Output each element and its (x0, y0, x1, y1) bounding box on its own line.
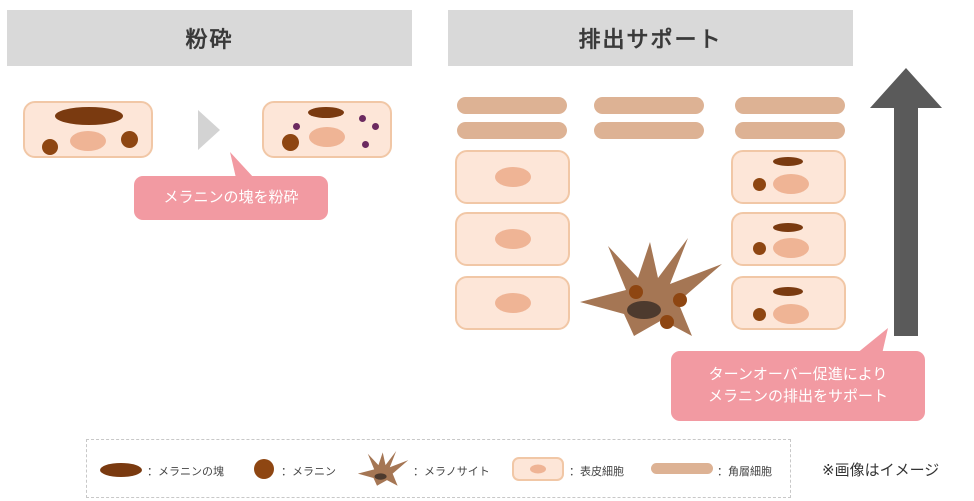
legend: ：メラニンの塊 ：メラニン ：メラノサイト ：表皮細胞 ：角層細胞 (86, 439, 791, 498)
horny-cell (735, 122, 845, 139)
epidermal-cell-icon (512, 457, 564, 481)
cell-nucleus (773, 174, 809, 194)
melanin-granule (121, 131, 138, 148)
melanin-granule (42, 139, 58, 155)
fine-melanin (293, 123, 300, 130)
melanin-icon (254, 459, 274, 479)
melanin-granule (753, 242, 766, 255)
horny-cell (594, 122, 704, 139)
cell-nucleus (70, 131, 106, 151)
process-arrow-icon (198, 110, 220, 150)
turnover-callout-line2: メラニンの排出をサポート (707, 387, 888, 405)
legend-label: ：表皮細胞 (569, 465, 624, 478)
melanin-clump-small (308, 107, 344, 118)
horny-cell-icon (651, 463, 713, 474)
legend-label: ：メラニンの塊 (147, 465, 224, 478)
epidermal-cell-melanin (731, 276, 846, 330)
turnover-up-arrow-icon (870, 68, 942, 336)
melanin-clump-icon (100, 463, 142, 477)
horny-cell (457, 122, 567, 139)
fine-melanin (362, 141, 369, 148)
legend-label: ：メラノサイト (413, 465, 490, 478)
crush-callout: メラニンの塊を粉砕 (134, 176, 328, 220)
fine-melanin (359, 115, 366, 122)
melanin-clump-small (773, 223, 803, 232)
fine-melanin (372, 123, 379, 130)
epidermal-cell (455, 276, 570, 330)
horny-cell (735, 97, 845, 114)
turnover-callout-line1: ターンオーバー促進により (708, 365, 888, 384)
image-note: ※画像はイメージ (822, 461, 940, 479)
epidermal-cell (455, 150, 570, 204)
callout-tail (856, 328, 888, 354)
cell-nucleus (494, 293, 531, 313)
section-title-excretion: 排出サポート (448, 10, 853, 66)
epidermal-cell-before (23, 101, 153, 158)
melanin-clump (55, 107, 123, 125)
epidermal-cell-after (262, 101, 392, 158)
melanin-clump-small (773, 287, 803, 296)
callout-tail (230, 152, 254, 178)
melanin-clump-small (773, 157, 803, 166)
cell-nucleus (773, 304, 809, 324)
melanocyte (580, 238, 722, 336)
melanin-granule (753, 308, 766, 321)
turnover-callout: ターンオーバー促進により メラニンの排出をサポート (671, 351, 925, 421)
cell-nucleus (494, 167, 531, 187)
legend-label: ：角層細胞 (717, 465, 772, 478)
epidermal-cell-melanin (731, 150, 846, 204)
cell-nucleus (773, 238, 809, 258)
epidermal-cell (455, 212, 570, 266)
cell-nucleus (494, 229, 531, 249)
horny-cell (594, 97, 704, 114)
melanin-granule (753, 178, 766, 191)
melanocyte-icon (357, 450, 409, 486)
horny-cell (457, 97, 567, 114)
section-title-crush: 粉砕 (7, 10, 412, 66)
melanin-granule (282, 134, 299, 151)
cell-nucleus (309, 127, 345, 147)
epidermal-cell-melanin (731, 212, 846, 266)
legend-label: ：メラニン (281, 465, 336, 478)
